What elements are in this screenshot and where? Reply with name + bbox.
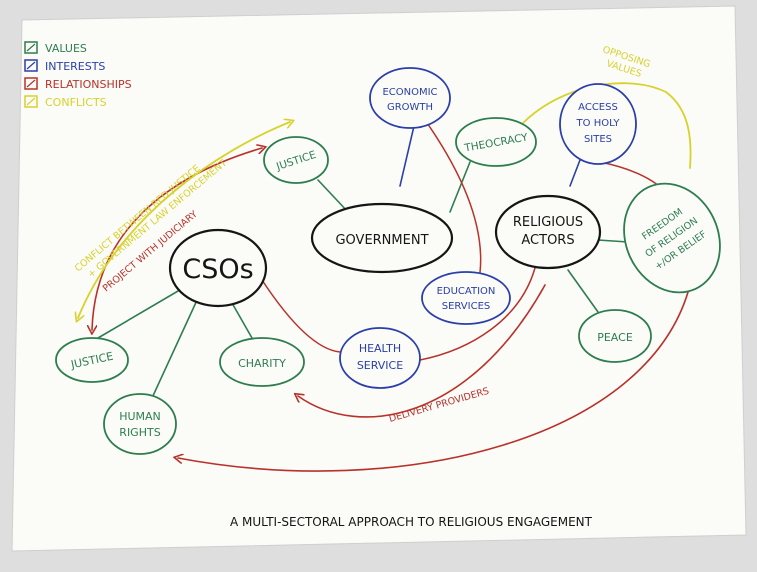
node-theocracy: THEOCRACY <box>455 117 537 167</box>
node-government-label: GOVERNMENT <box>335 233 428 248</box>
node-freedom: FREEDOM OF RELIGION +/OR BELIEF <box>623 182 721 294</box>
node-holy-sites-line-2: TO HOLY <box>576 118 621 129</box>
freedom-human-rights-arrow <box>178 284 691 472</box>
conflict-justice-arrow <box>78 122 290 318</box>
node-education-line-1: EDUCATION <box>437 286 496 297</box>
legend-item-interests: INTERESTS <box>24 59 105 73</box>
connector-government-theocracy <box>449 161 471 213</box>
node-csos-label: CSOs <box>182 254 253 285</box>
node-health-line-2: SERVICE <box>357 359 403 372</box>
connector-religious-holy-sites <box>569 159 581 187</box>
node-religious-line-1: RELIGIOUS <box>513 215 583 230</box>
node-peace-label: PEACE <box>597 331 633 344</box>
node-government: GOVERNMENT <box>310 202 454 274</box>
node-education-services: EDUCATION SERVICES <box>421 271 511 325</box>
legend-item-relationships: RELATIONSHIPS <box>24 77 132 91</box>
node-charity: CHARITY <box>219 337 305 387</box>
node-human-rights: HUMAN RIGHTS <box>103 393 177 455</box>
legend-label-relationships: RELATIONSHIPS <box>45 78 132 91</box>
interests-swatch-icon <box>24 59 38 72</box>
node-human-rights-line-1: HUMAN <box>119 410 161 423</box>
node-economic-growth: ECONOMIC GROWTH <box>369 67 451 129</box>
legend-item-conflicts: CONFLICTS <box>24 95 107 109</box>
connector-economic-education <box>424 119 482 286</box>
node-religious-actors: RELIGIOUS ACTORS <box>494 194 602 270</box>
connector-government-justice <box>317 179 349 213</box>
connector-religious-freedom <box>597 239 629 243</box>
legend-label-values: VALUES <box>45 42 87 55</box>
legend-item-values: VALUES <box>24 41 87 55</box>
node-health-service: HEALTH SERVICE <box>339 327 421 389</box>
node-holy-sites-line-1: ACCESS <box>578 102 618 113</box>
node-justice-left: JUSTICE <box>55 337 129 383</box>
node-charity-label: CHARITY <box>238 357 286 370</box>
node-justice-top: JUSTICE <box>263 136 329 184</box>
opposing-values-arc <box>507 82 692 169</box>
legend-label-interests: INTERESTS <box>45 60 105 73</box>
node-economic-line-2: GROWTH <box>387 102 433 113</box>
node-education-line-2: SERVICES <box>442 301 491 312</box>
node-access-holy-sites: ACCESS TO HOLY SITES <box>559 83 637 165</box>
node-peace: PEACE <box>578 309 652 363</box>
connectors <box>78 82 692 472</box>
node-csos: CSOs <box>168 228 268 308</box>
node-religious-line-2: ACTORS <box>521 233 574 248</box>
delivery-providers-arrow <box>298 284 546 418</box>
node-economic-line-1: ECONOMIC <box>382 87 437 98</box>
conflicts-swatch-icon <box>24 95 38 108</box>
connector-health-religious <box>419 267 536 361</box>
diagram-caption: A MULTI-SECTORAL APPROACH TO RELIGIOUS E… <box>230 515 593 529</box>
node-human-rights-line-2: RIGHTS <box>119 426 160 439</box>
connector-government-economic <box>399 125 415 187</box>
relationships-swatch-icon <box>24 77 38 90</box>
connector-religious-peace <box>567 269 599 313</box>
node-holy-sites-line-3: SITES <box>584 134 612 145</box>
values-swatch-icon <box>24 41 38 54</box>
node-health-line-1: HEALTH <box>359 342 401 355</box>
legend: VALUES INTERESTS RELATIONSHIPS CONFLICTS <box>24 41 132 109</box>
legend-label-conflicts: CONFLICTS <box>45 96 107 109</box>
